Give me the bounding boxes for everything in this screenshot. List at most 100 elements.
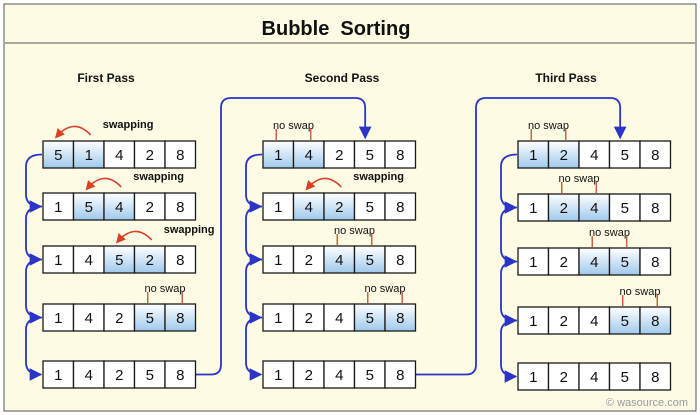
array-cell bbox=[547, 247, 580, 276]
array-cell-highlighted bbox=[133, 303, 166, 332]
array-cell bbox=[353, 360, 386, 389]
array-cell-highlighted bbox=[608, 306, 641, 335]
array-cell-value: 1 bbox=[54, 199, 62, 216]
array-cell bbox=[292, 303, 325, 332]
array-cell-value: 5 bbox=[366, 199, 374, 216]
array-cell-value: 4 bbox=[590, 200, 598, 217]
array-cell-value: 8 bbox=[176, 199, 184, 216]
array-cell bbox=[384, 245, 417, 274]
array-cell bbox=[639, 362, 672, 391]
row-connector-arrow bbox=[25, 205, 43, 266]
array-cell-value: 2 bbox=[560, 147, 568, 164]
array-cell bbox=[164, 192, 197, 221]
array-cell bbox=[133, 140, 166, 169]
swapping-label: swapping bbox=[133, 171, 184, 183]
pass-connector-arrow bbox=[195, 97, 372, 376]
array-cell-value: 8 bbox=[396, 367, 404, 384]
array-cell bbox=[384, 140, 417, 169]
array-cell-value: 8 bbox=[396, 199, 404, 216]
swap-arrow bbox=[305, 177, 342, 191]
array-cell-value: 8 bbox=[651, 369, 659, 386]
array-cell-value: 2 bbox=[115, 310, 123, 327]
array-cell-value: 8 bbox=[651, 313, 659, 330]
array-cell-value: 4 bbox=[305, 147, 313, 164]
array-cell-value: 5 bbox=[54, 147, 62, 164]
array-cell-value: 5 bbox=[85, 199, 93, 216]
array-cell bbox=[353, 140, 386, 169]
array-cell-value: 1 bbox=[54, 310, 62, 327]
array-cell bbox=[262, 303, 295, 332]
array-cell bbox=[639, 193, 672, 222]
array-cell-value: 5 bbox=[621, 369, 629, 386]
array-cell-highlighted bbox=[353, 303, 386, 332]
no-swap-label-bg bbox=[525, 117, 572, 129]
array-cell-value: 1 bbox=[274, 199, 282, 216]
array-cell-value: 4 bbox=[85, 252, 93, 269]
array-cell bbox=[517, 247, 550, 276]
array-cell bbox=[164, 140, 197, 169]
array-cell-highlighted bbox=[292, 140, 325, 169]
array-cell-value: 2 bbox=[305, 252, 313, 269]
array-cell-highlighted bbox=[72, 192, 105, 221]
diagram-title: Bubble Sorting bbox=[262, 18, 411, 40]
array-cell-value: 1 bbox=[54, 367, 62, 384]
array-cell bbox=[384, 192, 417, 221]
array-cell-value: 5 bbox=[146, 310, 154, 327]
array-cell-value: 5 bbox=[621, 254, 629, 271]
array-cell-value: 1 bbox=[274, 147, 282, 164]
array-cell-value: 8 bbox=[396, 147, 404, 164]
array-cell bbox=[517, 193, 550, 222]
watermark: © wasource.com bbox=[606, 397, 688, 409]
array-cell-value: 2 bbox=[560, 200, 568, 217]
array-cell-value: 5 bbox=[115, 252, 123, 269]
array-cell bbox=[639, 247, 672, 276]
array-cell bbox=[547, 306, 580, 335]
pass-connector-arrow bbox=[415, 97, 627, 376]
array-cell-value: 2 bbox=[115, 367, 123, 384]
array-cell bbox=[639, 140, 672, 169]
no-swap-label-bg bbox=[270, 117, 317, 129]
array-cell bbox=[578, 140, 611, 169]
array-cell-value: 8 bbox=[651, 147, 659, 164]
array-cell-highlighted bbox=[103, 192, 136, 221]
array-cell-highlighted bbox=[639, 306, 672, 335]
no-swap-label-bg bbox=[362, 280, 408, 292]
swapping-label: swapping bbox=[164, 224, 215, 236]
array-cell-value: 1 bbox=[529, 200, 537, 217]
array-cell bbox=[608, 193, 641, 222]
array-cell-value: 8 bbox=[396, 252, 404, 269]
array-cell-value: 5 bbox=[146, 367, 154, 384]
array-cell-value: 2 bbox=[146, 199, 154, 216]
pass-title: Second Pass bbox=[305, 71, 380, 85]
no-swap-label-bg bbox=[586, 224, 633, 236]
array-cell-value: 5 bbox=[621, 147, 629, 164]
row-connector-arrow bbox=[245, 205, 263, 266]
array-cell-value: 1 bbox=[529, 313, 537, 330]
array-cell-value: 4 bbox=[335, 367, 343, 384]
array-cell bbox=[323, 360, 356, 389]
array-cell-value: 1 bbox=[274, 367, 282, 384]
array-cell-highlighted bbox=[384, 303, 417, 332]
array-cell bbox=[72, 360, 105, 389]
array-cell-value: 5 bbox=[366, 147, 374, 164]
no-swap-label-bg bbox=[331, 222, 378, 234]
array-cell bbox=[262, 192, 295, 221]
array-cell-value: 8 bbox=[396, 310, 404, 327]
array-cell-value: 2 bbox=[305, 367, 313, 384]
array-cell-highlighted bbox=[578, 247, 611, 276]
array-cell-value: 8 bbox=[651, 254, 659, 271]
array-cell bbox=[262, 245, 295, 274]
array-cell-highlighted bbox=[103, 245, 136, 274]
array-cell-value: 4 bbox=[85, 310, 93, 327]
row-connector-arrow bbox=[245, 316, 263, 381]
array-cell-highlighted bbox=[164, 303, 197, 332]
array-cell-value: 4 bbox=[335, 252, 343, 269]
